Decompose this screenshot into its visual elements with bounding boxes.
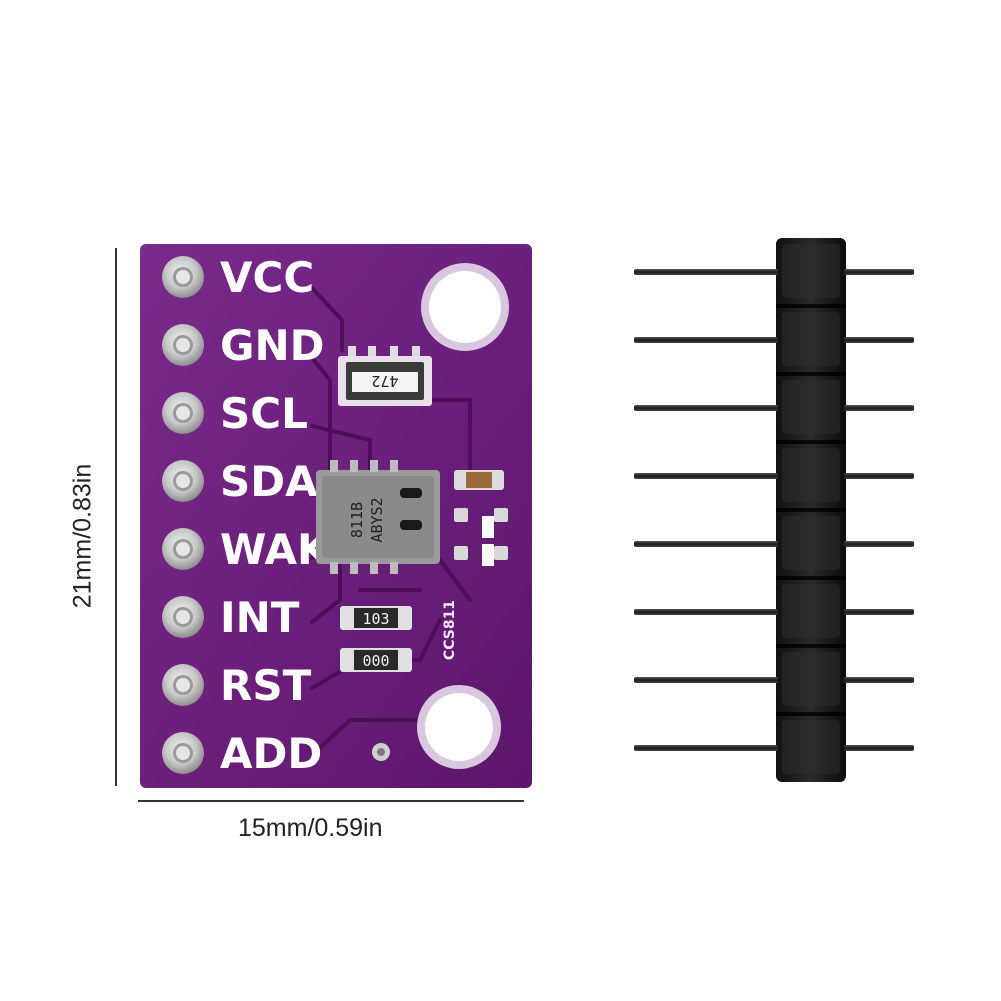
housing-separator <box>776 372 846 376</box>
sensor-marking-line-2: ABYS2 <box>368 497 386 542</box>
pin-label-add: ADD <box>220 729 322 778</box>
sensor-aperture <box>400 488 422 498</box>
gas-sensor-chip: 811B ABYS2 <box>316 460 440 574</box>
pin-pad-rst <box>162 664 204 706</box>
resistor-array-code: 472 <box>371 372 398 390</box>
board-model-silkscreen: CCS811 <box>442 600 458 660</box>
header-pin <box>634 677 914 683</box>
housing-segment <box>782 516 840 570</box>
header-pin <box>634 269 914 275</box>
housing-segment <box>782 720 840 774</box>
header-pads <box>162 256 204 774</box>
resistor-code-2: 000 <box>362 652 389 670</box>
housing-segment <box>782 380 840 434</box>
housing-segment <box>782 652 840 706</box>
mounting-hole-top-opening <box>429 271 501 343</box>
pin-label-scl: SCL <box>220 389 308 438</box>
resistor-103: 103 <box>340 606 412 630</box>
housing-separator <box>776 304 846 308</box>
pin-pad-gnd <box>162 324 204 366</box>
pin-pad-sda <box>162 460 204 502</box>
resistor-000: 000 <box>340 648 412 672</box>
capacitor <box>454 470 504 490</box>
sensor-board: VCC GND SCL SDA WAK INT RST ADD 472 <box>140 244 532 788</box>
housing-separator <box>776 576 846 580</box>
pin-label-vcc: VCC <box>220 253 314 302</box>
resistor-code-1: 103 <box>362 610 389 628</box>
housing-segment <box>782 584 840 638</box>
mounting-hole-bottom-opening <box>425 693 493 761</box>
housing-separator <box>776 712 846 716</box>
pin-pad-scl <box>162 392 204 434</box>
sensor-aperture <box>400 520 422 530</box>
housing-separator <box>776 440 846 444</box>
pin-label-rst: RST <box>220 661 312 710</box>
housing-segment <box>782 244 840 298</box>
via-hole <box>377 748 385 756</box>
header-pin <box>634 609 914 615</box>
pin-labels: VCC GND SCL SDA WAK INT RST ADD <box>220 253 331 778</box>
pin-pad-wak <box>162 528 204 570</box>
resistor-array: 472 <box>338 346 432 406</box>
pin-label-wak: WAK <box>220 525 331 574</box>
solder-pads-cluster <box>454 508 508 566</box>
header-pin <box>634 745 914 751</box>
housing-separator <box>776 508 846 512</box>
housing-separator <box>776 644 846 648</box>
sensor-marking-line-1: 811B <box>348 502 366 538</box>
pin-label-gnd: GND <box>220 321 325 370</box>
pin-label-sda: SDA <box>220 457 318 506</box>
pin-label-int: INT <box>220 593 300 642</box>
height-dimension-label: 21mm/0.83in <box>68 463 97 609</box>
pin-pad-vcc <box>162 256 204 298</box>
housing-segment <box>782 312 840 366</box>
header-pin <box>634 541 914 547</box>
pin-pad-int <box>162 596 204 638</box>
header-pin <box>634 473 914 479</box>
header-pin <box>634 337 914 343</box>
width-dimension-label: 15mm/0.59in <box>238 814 383 842</box>
header-pin <box>634 405 914 411</box>
pin-pad-add <box>162 732 204 774</box>
housing-segment <box>782 448 840 502</box>
pin-header <box>634 238 914 782</box>
